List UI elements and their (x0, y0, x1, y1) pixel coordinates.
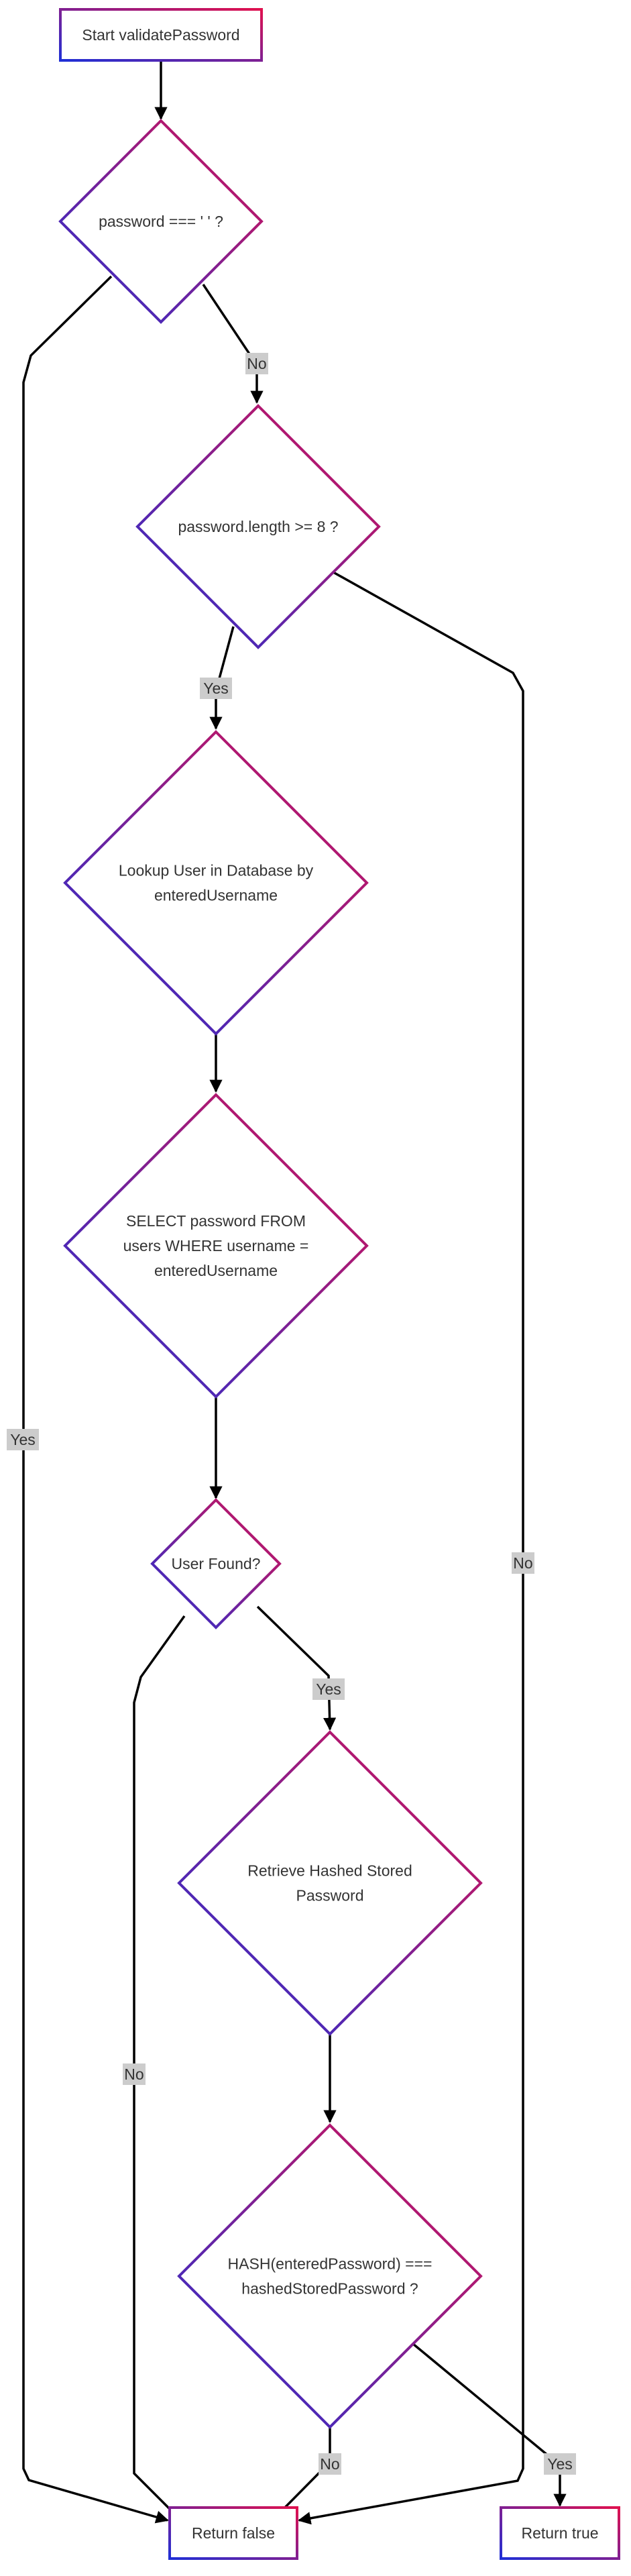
edge-label-length_check-to-return_false: No (512, 1552, 534, 1574)
edge-label-text: No (124, 2065, 144, 2083)
edge-label-background (319, 2453, 341, 2475)
decision-diamond (63, 1093, 369, 1399)
edge-label-user_found-to-retrieve_hash: Yes (312, 1678, 345, 1700)
node-text-line: password.length >= 8 ? (178, 518, 338, 535)
decision-diamond (177, 1730, 483, 2036)
edge-label-background (544, 2453, 576, 2475)
process-box (500, 2506, 620, 2560)
node-text-line: Retrieve Hashed Stored (247, 1862, 412, 1880)
decision-diamond (177, 2123, 483, 2429)
node-text-line: Lookup User in Database by (119, 862, 314, 879)
nodes-layer: Start validatePassword password === ' ' ?… (58, 8, 620, 2560)
node-select-query: SELECT password FROM users WHERE username… (63, 1093, 369, 1399)
edges-layer (22, 62, 567, 2525)
edge-empty_check-to-length_check (202, 284, 264, 404)
edge-label-background (200, 678, 232, 699)
process-box (168, 2506, 298, 2560)
decision-diamond (58, 119, 264, 324)
edge-hash_compare-to-return_true (412, 2343, 567, 2507)
node-text-line: hashedStoredPassword ? (241, 2280, 418, 2298)
edge-label-text: Yes (10, 1431, 36, 1448)
edge-label-text: Yes (316, 1680, 341, 1698)
node-hash-compare: HASH(enteredPassword) === hashedStoredPas… (177, 2123, 483, 2429)
node-text-line: HASH(enteredPassword) === (228, 2255, 433, 2273)
node-text-line: User Found? (172, 1555, 261, 1572)
process-box (59, 8, 263, 62)
edge-label-text: No (320, 2455, 339, 2473)
node-text-line: enteredUsername (154, 1262, 278, 1279)
node-return-true: Return true (500, 2506, 620, 2560)
node-lookup-user: Lookup User in Database by enteredUsernam… (63, 730, 369, 1036)
edge-label-text: Yes (547, 2455, 573, 2473)
node-retrieve-hash: Retrieve Hashed StoredPassword (177, 1730, 483, 2036)
edge-user_found-to-retrieve_hash (256, 1605, 337, 1731)
edge-label-empty_check-to-length_check: No (245, 353, 268, 374)
edge-user_found-to-return_false (133, 1615, 186, 2522)
edge-label-background (123, 2063, 146, 2085)
node-return-false: Return false (168, 2506, 298, 2560)
node-text-line: enteredUsername (154, 887, 278, 904)
node-text-line: users WHERE username = (123, 1237, 309, 1254)
edge-label-length_check-to-lookup_user: Yes (200, 678, 232, 699)
node-text-line: Start validatePassword (82, 26, 239, 44)
edge-label-empty_check-to-return_false: Yes (7, 1429, 39, 1450)
decision-diamond (135, 404, 381, 649)
edge-length_check-to-return_false (298, 571, 524, 2525)
node-start: Start validatePassword (59, 8, 263, 62)
edge-label-text: Yes (203, 680, 229, 697)
decision-diamond (150, 1498, 282, 1629)
edge-empty_check-to-return_false (22, 275, 169, 2524)
edge-label-background (512, 1552, 534, 1574)
decision-diamond (63, 730, 369, 1036)
edge-label-hash_compare-to-return_true: Yes (544, 2453, 576, 2475)
edge-label-text: No (513, 1554, 532, 1572)
node-length-check: password.length >= 8 ? (135, 404, 381, 649)
edge-label-hash_compare-to-return_false: No (319, 2453, 341, 2475)
node-text-line: Return true (521, 2524, 598, 2542)
edge-label-user_found-to-return_false: No (123, 2063, 146, 2085)
node-user-found: User Found? (150, 1498, 282, 1629)
node-text-line: Password (296, 1887, 364, 1904)
node-text-line: password === ' ' ? (99, 213, 223, 230)
edge-label-background (245, 353, 268, 374)
node-text-line: Return false (192, 2524, 275, 2542)
edge-label-text: No (247, 355, 266, 372)
edge-label-background (7, 1429, 39, 1450)
edge-label-background (312, 1678, 345, 1700)
node-empty-check: password === ' ' ? (58, 119, 264, 324)
node-text-line: SELECT password FROM (126, 1212, 306, 1230)
